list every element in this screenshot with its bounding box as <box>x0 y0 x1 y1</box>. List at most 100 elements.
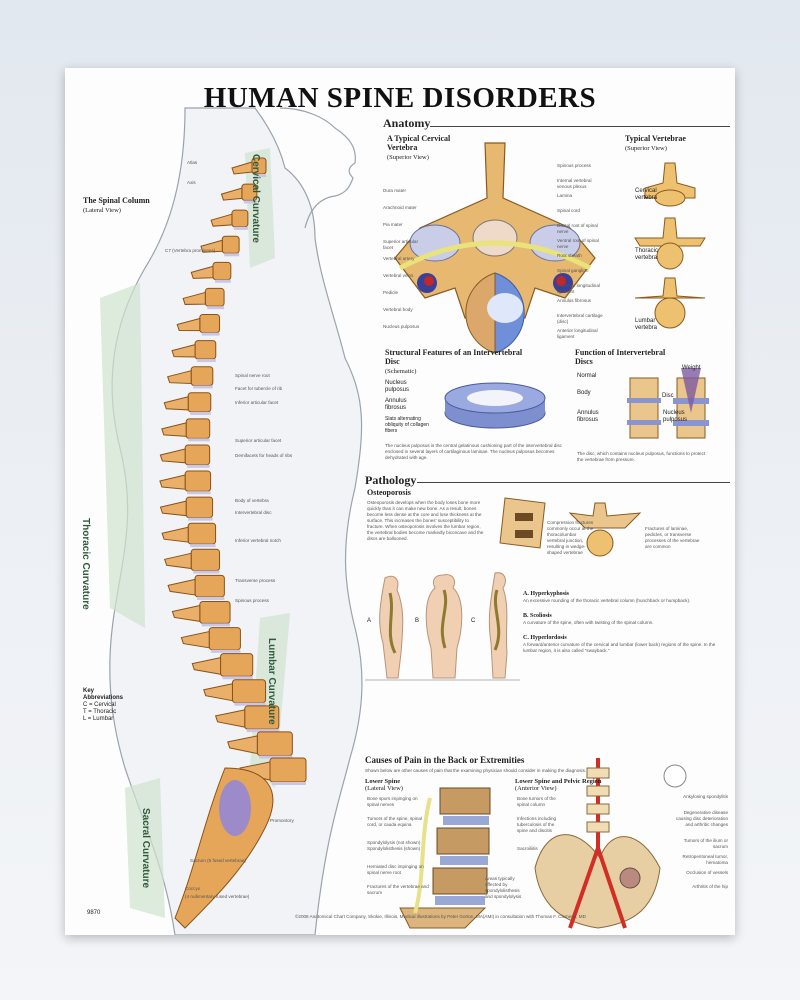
function-label-disc: Disc <box>662 393 674 399</box>
function-label-nucleus: Nucleus pulposus <box>663 410 688 423</box>
callout-label: Arachnoid mater <box>383 205 417 210</box>
spinous-process <box>161 422 187 437</box>
spinous-process <box>167 578 196 596</box>
vertebra <box>199 314 221 334</box>
pelvic-region-heading: Lower Spine and Pelvic Region(Anterior V… <box>515 778 602 792</box>
lower-spine-subtitle: (Lateral View) <box>365 785 403 792</box>
spinous-process <box>171 343 196 358</box>
key-item: L = Lumbar <box>83 716 114 722</box>
disc-label-annulus: Annulus fibrosus <box>385 398 407 411</box>
sacral-canal <box>219 780 251 836</box>
callout-label: Intervertebral disc <box>235 510 272 515</box>
disc-structure-title: Structural Features of an Intervertebral… <box>385 348 523 366</box>
callout-label: Promontory <box>270 818 294 823</box>
callout-label: Lamina <box>557 193 573 198</box>
cervical-vertebra-subtitle: (Superior View) <box>387 154 429 161</box>
vertebra <box>199 600 231 624</box>
vertebra <box>187 522 217 545</box>
spinous-process <box>163 552 192 570</box>
spinous-process <box>214 709 246 728</box>
spinous-process <box>163 396 189 411</box>
typical-label-cervical: Cervical vertebra <box>635 188 658 201</box>
intervertebral-disc <box>272 782 306 785</box>
callout-label: Coccyx <box>185 886 201 891</box>
causes-of-pain-intro: Shown below are other causes of pain tha… <box>365 768 587 773</box>
intervertebral-disc <box>259 755 293 759</box>
spinous-process <box>200 239 223 253</box>
typical-vertebrae-illustration <box>634 162 706 329</box>
callout-label: Body of vertebra <box>235 498 269 503</box>
spinal-column-heading: The Spinal Column (Lateral View) <box>83 196 153 215</box>
callout-label: Superior articular facet <box>383 239 418 250</box>
disc-caption: The nucleus pulposus is the central gela… <box>385 443 562 460</box>
function-label-annulus: Annulus fibrosus <box>577 410 599 423</box>
pathology-heading: Pathology <box>365 473 417 487</box>
typical-label-thoracic: Thoracic vertebra <box>635 248 659 261</box>
lower-spine-title: Lower Spine <box>365 778 401 785</box>
condition-description: An excessive rounding of the thoracic ve… <box>523 598 691 603</box>
vertebra <box>231 679 267 704</box>
vertebra <box>185 496 214 519</box>
vertebra <box>208 627 241 651</box>
callout-label: Sacrum (5 fused vertebrae) <box>190 858 246 863</box>
key-item: T = Thoracic <box>83 709 117 715</box>
cervical-vertebra-heading: A Typical Cervical Vertebra (Superior Vie… <box>387 134 467 162</box>
vertebra <box>256 731 293 757</box>
callout-label: Degenerative disease causing disc deteri… <box>675 810 728 827</box>
intervertebral-disc <box>197 596 225 600</box>
callout-label: Inferior articular facet <box>235 400 279 405</box>
intervertebral-disc <box>187 464 210 468</box>
spinous-process <box>220 187 243 201</box>
spinous-process <box>159 474 186 490</box>
spinal-column-title: The Spinal Column <box>83 196 150 205</box>
callout-label: C7 (Vertebra prominens) <box>165 248 216 253</box>
callout-label: Spinal nerve root <box>235 373 270 378</box>
callout-label: Posterior longitudinal ligament <box>557 283 600 294</box>
condition-name: A. Hyperkyphosis <box>523 591 570 597</box>
callout-label: Vertebral artery <box>383 256 415 261</box>
callout-label: Pia mater <box>383 222 403 227</box>
condition-description: A forward/anterior curvature of the cerv… <box>523 642 716 653</box>
disc-label-nucleus: Nucleus pulposus <box>385 380 410 393</box>
callout-label: Retroperitoneal tumor, hematoma <box>682 854 728 865</box>
cervical-vertebra-title: A Typical Cervical Vertebra <box>387 134 451 152</box>
callout-label: Fractures of the vertebrae and sacrum <box>367 884 429 895</box>
key-heading: Key Abbreviations <box>83 688 124 701</box>
lower-spine-heading: Lower Spine(Lateral View) <box>365 778 403 792</box>
callout-label: Bone tumors of the spinal column <box>517 796 556 807</box>
callout-label: Transverse process <box>235 578 276 583</box>
condition-description: A curvature of the spine, often with twi… <box>523 620 654 625</box>
spinal-column-subtitle: (Lateral View) <box>83 207 121 214</box>
function-label-normal: Normal <box>577 373 597 379</box>
spinous-process <box>167 370 192 384</box>
intervertebral-disc <box>201 623 231 627</box>
figure-letter-c: C <box>471 618 476 624</box>
callout-label: Vertebral veins <box>383 273 414 278</box>
osteoporosis-illustration <box>499 497 642 557</box>
intervertebral-disc <box>246 729 279 733</box>
vertebra <box>220 653 254 677</box>
callout-label: Internal vertebral venous plexus <box>557 178 592 189</box>
intervertebral-disc <box>190 411 211 415</box>
callout-label: Axis <box>187 180 196 185</box>
intervertebral-disc <box>207 306 225 310</box>
callout-label: Occlusion of vessels <box>686 870 728 875</box>
spinous-process <box>180 630 210 649</box>
anatomy-heading: Anatomy <box>383 116 431 130</box>
typical-vertebrae-title: Typical Vertebrae <box>625 134 686 143</box>
intervertebral-disc <box>233 226 248 230</box>
vertebra <box>269 757 307 783</box>
callout-label: Infections including tuberculosis of the… <box>517 816 557 833</box>
vertebra <box>184 444 211 466</box>
callout-label: Ventral root of spinal nerve <box>557 238 599 249</box>
callout-label: Nucleus pulposus <box>383 324 420 329</box>
intervertebral-disc <box>243 200 257 204</box>
callout-label: Inferior vertebral notch <box>235 538 281 543</box>
callout-label: Facet for tubercle of rib <box>235 386 283 391</box>
condition-name: B. Scoliosis <box>523 613 552 619</box>
osteoporosis-label-compression: Compression fractures commonly occur at … <box>547 520 594 555</box>
callout-label: Atlas <box>187 160 198 165</box>
typical-vertebrae-heading: Typical Vertebrae(Superior View) <box>625 134 695 153</box>
spine-disorders-poster: HUMAN SPINE DISORDERS <box>65 68 735 935</box>
